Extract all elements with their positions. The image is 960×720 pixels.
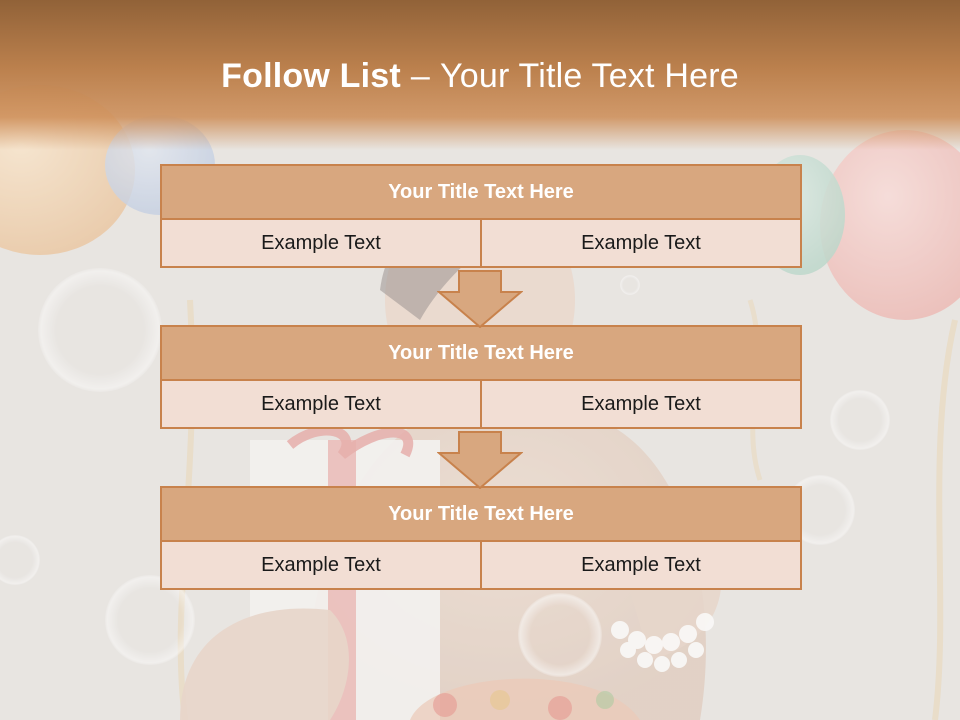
slide-title: Follow List–Your Title Text Here <box>0 54 960 98</box>
block-cell-right: Example Text <box>480 540 802 590</box>
slide-title-rest: Your Title Text Here <box>440 57 739 95</box>
block-title: Your Title Text Here <box>160 325 802 381</box>
block-cell-left: Example Text <box>160 379 482 429</box>
list-block-1: Your Title Text Here Example Text Exampl… <box>160 164 802 268</box>
block-cell-left: Example Text <box>160 540 482 590</box>
list-block-2: Your Title Text Here Example Text Exampl… <box>160 325 802 429</box>
slide-title-separator: – <box>410 57 431 95</box>
block-cell-right: Example Text <box>480 379 802 429</box>
block-cell-right: Example Text <box>480 218 802 268</box>
block-title: Your Title Text Here <box>160 164 802 220</box>
title-band <box>0 0 960 150</box>
block-cell-left: Example Text <box>160 218 482 268</box>
block-row: Example Text Example Text <box>160 218 802 268</box>
block-title: Your Title Text Here <box>160 486 802 542</box>
block-row: Example Text Example Text <box>160 379 802 429</box>
slide-title-bold: Follow List <box>221 57 401 95</box>
down-arrow-icon <box>437 431 523 489</box>
down-arrow-icon <box>437 270 523 328</box>
block-row: Example Text Example Text <box>160 540 802 590</box>
list-block-3: Your Title Text Here Example Text Exampl… <box>160 486 802 590</box>
